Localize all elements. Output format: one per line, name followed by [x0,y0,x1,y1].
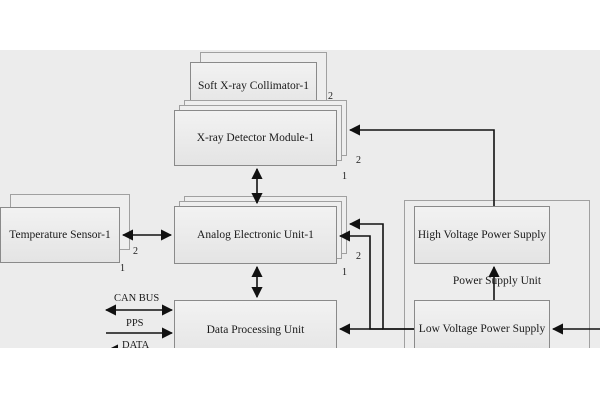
pps-label: PPS [126,318,144,329]
collimator-label: Soft X-ray Collimator-1 [198,80,309,92]
lv-analog-link-inner [338,230,383,330]
high-voltage-power-supply-block: High Voltage Power Supply [414,206,550,264]
lv-label: Low Voltage Power Supply [418,323,546,335]
analog-label: Analog Electronic Unit-1 [197,229,314,241]
data-label: DATA [122,340,150,348]
hv-label: High Voltage Power Supply [417,229,547,241]
analog-electronic-unit-block: Analog Electronic Unit-1 [174,206,337,264]
data-processing-unit-block: Data Processing Unit [174,300,337,348]
collimator-count-2: 2 [328,91,333,102]
dpu-label: Data Processing Unit [206,324,305,336]
detector-count-1: 1 [342,171,347,182]
connection-lines [104,124,600,348]
lv-analog-link-outer [348,218,414,330]
low-voltage-power-supply-block: Low Voltage Power Supply [414,300,550,348]
can-bus-label: CAN BUS [114,293,160,304]
temperature-count-1: 1 [120,263,125,274]
temperature-label: Temperature Sensor-1 [9,229,111,241]
xray-detector-module-block: X-ray Detector Module-1 [174,110,337,166]
analog-count-1: 1 [342,267,347,278]
detector-count-2: 2 [356,155,361,166]
power-supply-unit-label: Power Supply Unit [452,275,542,287]
analog-count-2: 2 [356,251,361,262]
temperature-count-2: 2 [133,246,138,257]
detector-label: X-ray Detector Module-1 [196,132,315,144]
temperature-sensor-block: Temperature Sensor-1 [0,207,120,263]
block-diagram: Power Supply Unit Soft X-ray Collimator-… [0,50,600,348]
hv-detector-link [348,124,495,206]
